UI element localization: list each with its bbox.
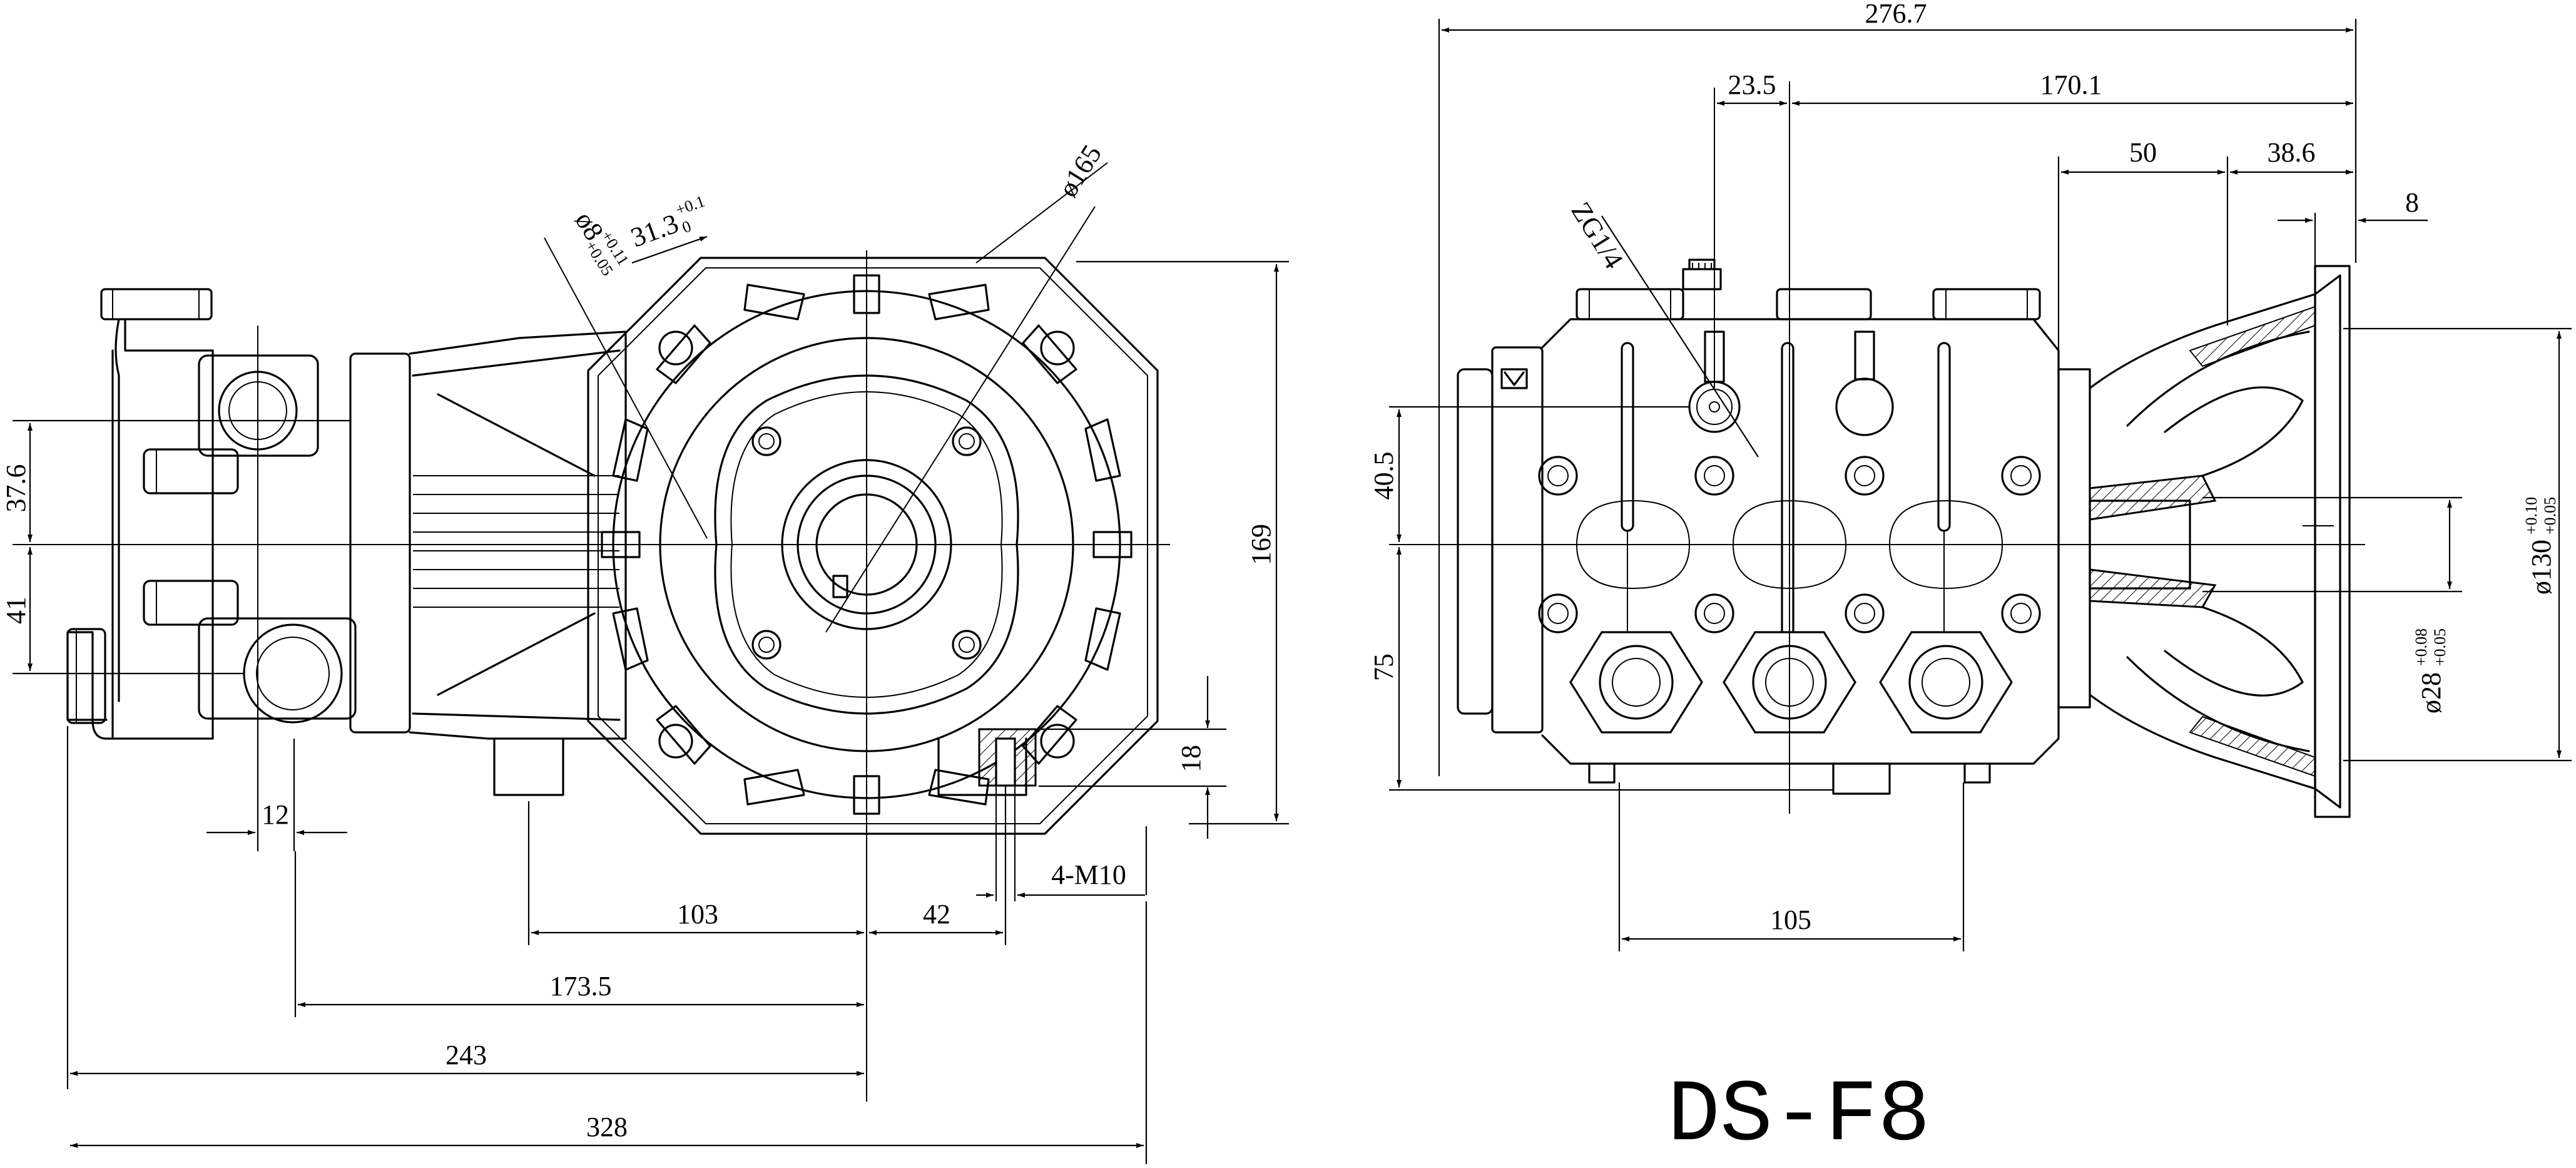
dim-170-1-label: 170.1 <box>2040 69 2102 100</box>
dim-276-7: 276.7 <box>1438 0 2357 776</box>
dim-d130-tol-lower: +0.05 <box>2541 497 2559 535</box>
dim-d28-label: ø28 <box>2416 672 2446 714</box>
dim-8-label: 8 <box>2405 187 2419 218</box>
dim-105-label: 105 <box>1770 904 1811 935</box>
dim-d165: ø165 <box>1052 140 1107 203</box>
dim-d28-tol-upper: +0.08 <box>2412 628 2430 666</box>
dim-d8: ø8 +0.11 +0.05 <box>569 206 633 279</box>
dim-d130-label: ø130 <box>2526 540 2557 595</box>
pump-head-body <box>1457 259 2060 795</box>
dim-75-label: 75 <box>1368 653 1399 681</box>
dim-d130: ø130 +0.10 +0.05 <box>2343 327 2572 762</box>
dim-12-label: 12 <box>262 799 289 830</box>
section-cut <box>978 728 1037 901</box>
dim-zg14: ZG1/4 <box>1565 197 1629 274</box>
dim-40-5-label: 40.5 <box>1368 452 1399 500</box>
dim-40-5: 40.5 <box>1368 406 1689 542</box>
dim-328: 328 <box>70 901 1148 1164</box>
front-view: 37.6 41 169 18 12 <box>1 140 1289 1164</box>
dim-243: 243 <box>66 726 864 1089</box>
dim-37-6: 37.6 <box>1 419 350 542</box>
dim-103: 103 <box>527 801 864 945</box>
dim-41-label: 41 <box>1 597 31 624</box>
dim-42: 42 <box>869 786 1007 945</box>
dim-170-1: 170.1 <box>1792 69 2353 106</box>
dim-23-5: 23.5 <box>1717 69 1787 106</box>
dim-23-5-label: 23.5 <box>1728 69 1776 100</box>
flange-windows <box>612 284 1121 806</box>
crankcase-body <box>349 330 1027 796</box>
valve-caps <box>1569 631 2013 734</box>
dim-18: 18 <box>1039 676 1226 839</box>
dim-zg14-label: ZG1/4 <box>1565 197 1629 274</box>
dim-31-3-label: 31.3 <box>627 208 683 253</box>
bell-housing <box>2057 265 2351 818</box>
dim-169: 169 <box>1076 260 1289 825</box>
dim-50: 50 <box>2057 137 2229 369</box>
dim-31-3-tol-lower: 0 <box>680 217 693 237</box>
dim-31-3-tol-upper: +0.1 <box>673 192 707 219</box>
manifold-block <box>66 288 357 740</box>
side-view: 276.7 23.5 170.1 50 38.6 8 <box>1368 0 2572 1166</box>
dim-173-5-label: 173.5 <box>550 971 612 1002</box>
dim-103-label: 103 <box>677 899 718 930</box>
dim-d28-tol-lower: +0.05 <box>2431 628 2449 666</box>
dim-37-6-label: 37.6 <box>1 464 31 513</box>
dim-42-label: 42 <box>923 899 950 930</box>
dim-50-label: 50 <box>2129 137 2157 168</box>
dim-328-label: 328 <box>586 1112 628 1142</box>
dim-105: 105 <box>1618 782 1965 951</box>
dim-38-6-label: 38.6 <box>2268 137 2316 168</box>
dim-243-label: 243 <box>445 1040 487 1070</box>
model-title: DS-F8 <box>1667 1067 1930 1166</box>
dim-173-5: 173.5 <box>294 851 864 1017</box>
dim-d130-tol-upper: +0.10 <box>2522 497 2540 535</box>
dim-d28: ø28 +0.08 +0.05 <box>2202 496 2462 714</box>
dim-31-3: 31.3 +0.1 0 <box>627 192 708 254</box>
dim-38-6: 38.6 <box>2230 137 2353 175</box>
cooling-ribs <box>413 475 619 608</box>
dim-d165-label: ø165 <box>1052 140 1107 203</box>
dim-41: 41 <box>1 547 244 675</box>
dim-4-m10: 4-M10 <box>976 826 1148 898</box>
dim-169-label: 169 <box>1246 524 1276 565</box>
dim-75: 75 <box>1368 547 1833 791</box>
dim-4-m10-label: 4-M10 <box>1051 859 1126 890</box>
dim-18-label: 18 <box>1176 745 1206 772</box>
dim-12: 12 <box>206 701 347 851</box>
head-bolts <box>1538 456 2041 633</box>
octagon-flange <box>587 257 1159 835</box>
dim-276-7-label: 276.7 <box>1865 0 1927 29</box>
dim-8: 8 <box>2278 187 2428 266</box>
